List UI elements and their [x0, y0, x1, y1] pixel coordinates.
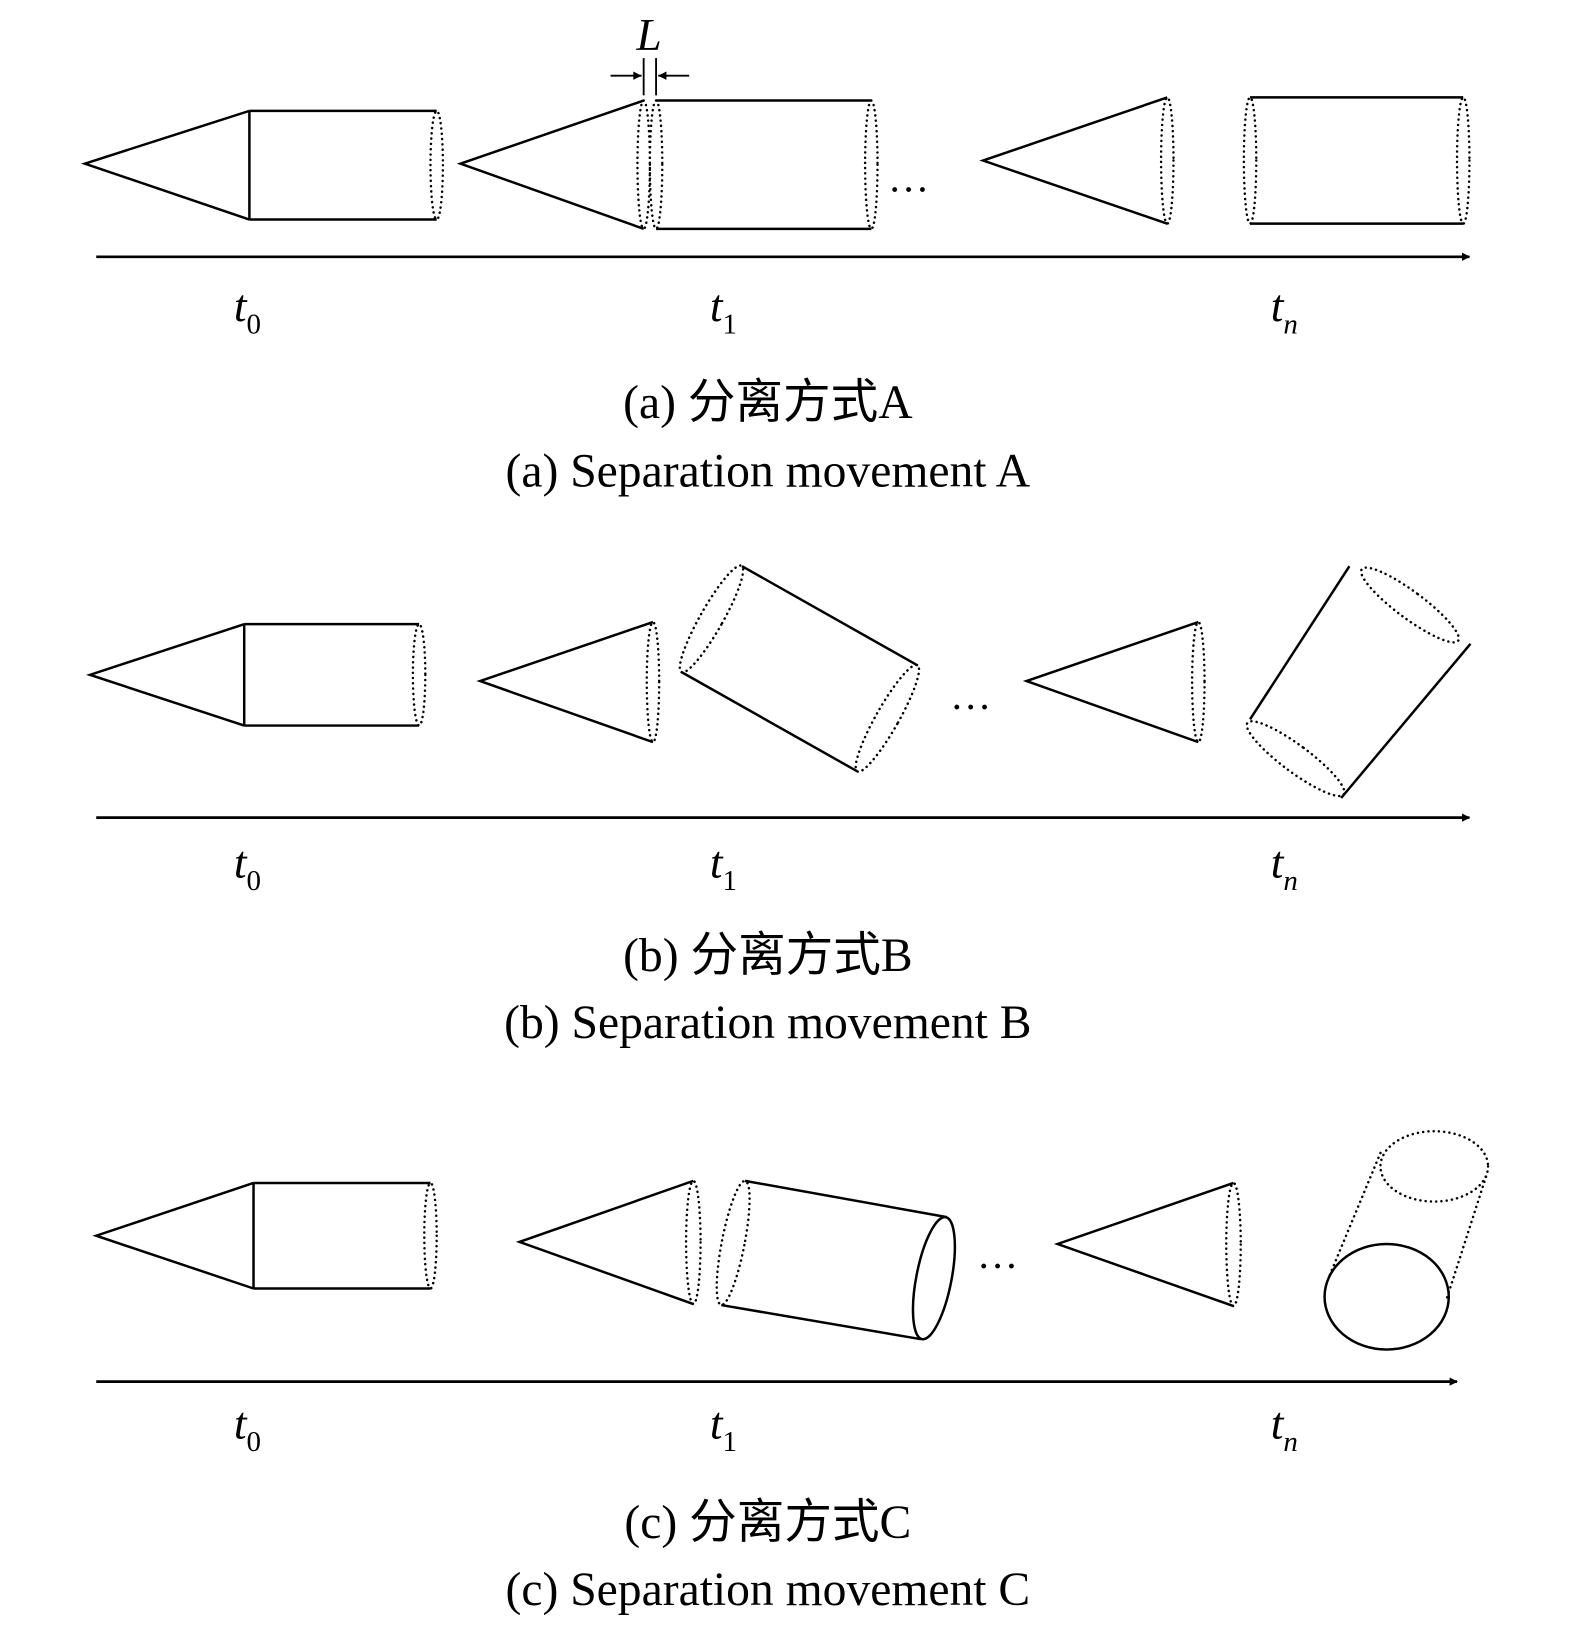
upright-cylinder-tn [1323, 1129, 1490, 1351]
time-label-t0: t0 [234, 280, 261, 340]
cone-tn [1022, 620, 1206, 744]
cone-t1 [456, 99, 652, 231]
panel-b: … t0 t1 tn (b) 分离方式B (b) Separation move… [86, 564, 1472, 1049]
cone-t1 [476, 620, 661, 744]
caption-cn: (b) 分离方式B [623, 930, 913, 982]
time-label-t0: t0 [234, 1398, 261, 1458]
cone-t1 [515, 1179, 702, 1306]
caption-en: (a) Separation movement A [505, 446, 1030, 498]
caption-en: (b) Separation movement B [504, 997, 1031, 1049]
tilted-cylinder-t1 [715, 1179, 957, 1341]
ellipsis: … [888, 155, 929, 201]
tilted-cylinder-t1 [678, 564, 921, 773]
time-label-tn: tn [1271, 280, 1298, 340]
time-label-tn: tn [1271, 837, 1298, 897]
gap-marker: L [610, 9, 690, 96]
time-label-t0: t0 [234, 837, 261, 897]
tilted-cylinder-tn [1245, 565, 1472, 799]
ellipsis: … [950, 672, 991, 718]
caption-cn: (c) 分离方式C [624, 1497, 911, 1549]
panel-a: L … t0 t1 tn (a) 分离方式A (a) Separation mo… [80, 9, 1471, 498]
panel-c: … t0 t1 tn (c) 分离方式C (c) Separation move… [92, 1129, 1490, 1616]
time-label-t1: t1 [710, 837, 737, 897]
cone-cylinder-t0 [80, 109, 445, 221]
time-label-t1: t1 [710, 280, 737, 340]
time-label-t1: t1 [710, 1398, 737, 1458]
cone-cylinder-t0 [92, 1181, 438, 1290]
gap-label: L [635, 9, 661, 60]
cone-cylinder-t0 [86, 622, 427, 727]
cone-tn [1053, 1181, 1242, 1308]
caption-en: (c) Separation movement C [505, 1564, 1030, 1616]
time-label-tn: tn [1271, 1398, 1298, 1458]
caption-cn: (a) 分离方式A [623, 377, 913, 429]
ellipsis: … [977, 1231, 1018, 1277]
cylinder-t1 [648, 99, 879, 231]
cone-tn [979, 96, 1175, 225]
cylinder-tn [1242, 96, 1471, 225]
